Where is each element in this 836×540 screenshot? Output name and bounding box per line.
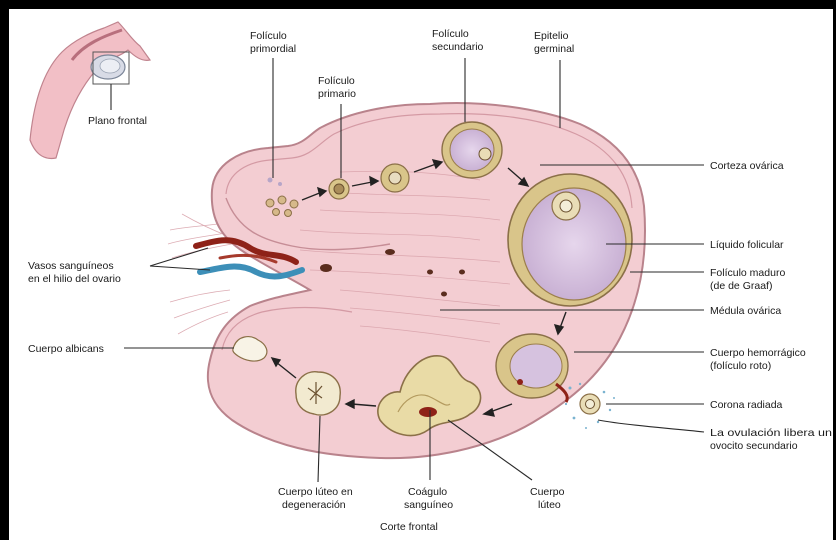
label-epitelio-2: germinal bbox=[534, 43, 574, 55]
mature-follicle bbox=[508, 174, 632, 306]
label-hemorragico-1: Cuerpo hemorrágico bbox=[710, 347, 806, 359]
label-primordial-1: Folículo bbox=[250, 30, 287, 42]
label-secundario-2: secundario bbox=[432, 41, 484, 53]
growing-follicle bbox=[381, 164, 409, 192]
label-primordial-2: primordial bbox=[250, 43, 296, 55]
inset-label: Plano frontal bbox=[88, 115, 147, 127]
degenerating-corpus-luteum bbox=[296, 372, 340, 415]
inset-uterus-illustration bbox=[30, 22, 150, 158]
primary-follicle bbox=[329, 179, 349, 199]
label-albicans: Cuerpo albicans bbox=[28, 343, 104, 355]
label-luteo-2: lúteo bbox=[538, 499, 561, 511]
label-ovulacion-2: ovocito secundario bbox=[710, 440, 798, 452]
label-vasos-1: Vasos sanguíneos bbox=[28, 260, 114, 272]
label-vasos-2: en el hilio del ovario bbox=[28, 273, 121, 285]
label-primario-2: primario bbox=[318, 88, 356, 100]
label-secundario-1: Folículo bbox=[432, 28, 469, 40]
label-corona: Corona radiada bbox=[710, 399, 783, 411]
secondary-follicle bbox=[442, 122, 502, 178]
label-luteo-deg-2: degeneración bbox=[282, 499, 346, 511]
label-corteza: Corteza ovárica bbox=[710, 160, 784, 172]
label-maduro-2: (de de Graaf) bbox=[710, 280, 772, 292]
label-liquido: Líquido folicular bbox=[710, 239, 784, 251]
label-hemorragico-2: (folículo roto) bbox=[710, 360, 771, 372]
label-luteo-1: Cuerpo bbox=[530, 486, 565, 498]
label-coagulo-2: sanguíneo bbox=[404, 499, 453, 511]
label-medula: Médula ovárica bbox=[710, 305, 781, 317]
label-ovulacion-1: La ovulación libera un bbox=[710, 427, 832, 439]
caption: Corte frontal bbox=[380, 521, 438, 533]
label-coagulo-1: Coágulo bbox=[408, 486, 447, 498]
label-maduro-1: Folículo maduro bbox=[710, 267, 785, 279]
label-primario-1: Folículo bbox=[318, 75, 355, 87]
label-luteo-deg-1: Cuerpo lúteo en bbox=[278, 486, 353, 498]
label-epitelio-1: Epitelio bbox=[534, 30, 569, 42]
